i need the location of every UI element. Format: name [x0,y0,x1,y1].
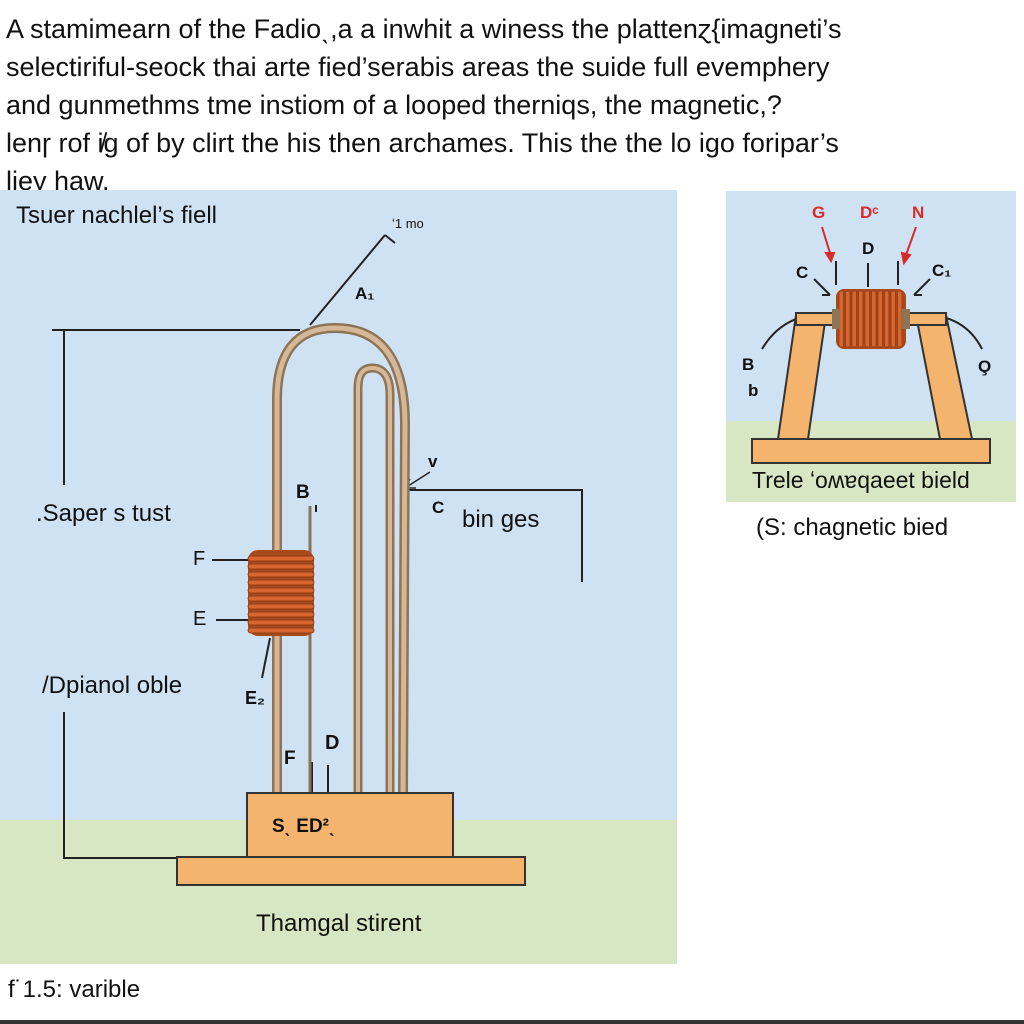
inset-left-leg [776,314,828,440]
label-f-upper: F [193,548,206,570]
intro-line: and gunmethms tme instiom of a looped th… [6,90,782,120]
pointer-line-e2 [261,637,271,679]
inset-arrow-g-head [824,252,836,264]
label-bin-ges: bin ges [462,506,540,533]
coil-winding [247,627,315,634]
inset-coil-winding [871,290,877,348]
coil-winding [247,587,315,594]
label-v: v [428,452,438,471]
label-base: Sˎ ED²ˎ [272,816,336,837]
inset-base [751,438,991,464]
inset-coil-winding [897,290,903,348]
base-block [246,792,454,858]
label-saper: .Saper s tust [36,500,171,527]
inset-label-b-upper: B [742,355,755,374]
coil-winding [247,563,315,570]
coil-winding [247,619,315,626]
inset-subcaption: (S: chagnetic bied [756,514,949,541]
coil-winding [247,555,315,562]
inset-arrow-n [905,226,917,256]
right-bracket-line [405,489,583,582]
inset-coil-cap-right [902,309,910,329]
main-diagram-drawing [52,234,583,886]
intro-line: lenɼ rof i̸g of by clirt the his then ar… [6,128,839,158]
inset-label-g: G [812,203,826,222]
label-e2: E₂ [245,688,266,708]
inset-diagram-drawing [751,226,991,464]
inset-coil-winding [858,290,864,348]
inset-arrow-g [821,226,831,254]
pointer-tick [384,234,396,244]
panel-title: Tsuer nachlel’s fiell [16,202,217,229]
outer-wire-loop-highlight [274,325,408,798]
inset-coil-winding [884,290,890,348]
coil-winding [247,579,315,586]
intro-paragraph: A stamimearn of the Fadioˎ,a a inwhit a … [6,10,1018,200]
inset-diagram-panel: G Dᶜ N D C C₁ B b O̧ Trele ʻoʍɐqaeet bie… [726,191,1016,502]
inset-arrow-n-head [900,251,912,266]
inset-caption: Trele ʻoʍɐqaeet bield [752,467,970,493]
inner-wire-loop-highlight [356,365,392,795]
label-dpianol: /Dpianol oble [42,672,183,699]
inset-coil-winding [845,290,851,348]
inset-label-n: N [912,203,925,222]
inset-coil-winding [864,290,870,348]
coil-winding [247,611,315,618]
figure-note: f˙1.5: varible [8,976,141,1003]
intro-line: selectiriful-seock thai arte fied’serabi… [6,52,830,82]
bottom-border [0,1020,1024,1024]
label-a1: A₁ [355,284,375,303]
base-slab [176,856,526,886]
inset-coil-cap-left [832,309,840,329]
inner-wire-loop [353,363,395,795]
inset-arrow-c [813,278,831,296]
label-b: B [296,482,310,503]
coil-winding [247,603,315,610]
inset-right-leg [914,314,974,440]
label-scale: ʻ1 mo [392,216,424,231]
inset-arrow-c1 [913,278,931,296]
inset-label-b-lower: b [748,381,759,400]
inset-coil-winding [890,290,896,348]
inset-label-d: D [862,239,875,258]
coil-winding [247,571,315,578]
inset-coil-winding [877,290,883,348]
label-stand: Thamgal stirent [256,910,422,937]
inset-label-c: C [796,263,809,282]
coil [247,550,315,636]
inset-label-c1: C₁ [932,261,952,280]
lower-left-frame-line [63,712,178,859]
main-diagram-panel: Tsuer nachlel’s fiell ʻ1 mo A₁ B C v bin… [0,190,677,964]
inset-label-o: O̧ [978,357,992,376]
intro-line: A stamimearn of the Fadioˎ,a a inwhit a … [6,14,842,44]
label-f-lower: F [284,748,296,769]
inset-label-dc: Dᶜ [860,203,879,222]
inset-coil-winding [851,290,857,348]
label-c: C [432,498,445,517]
label-e: E [193,608,207,630]
pointer-line-a1 [309,234,386,326]
label-d: D [325,732,340,754]
coil-winding [247,595,315,602]
